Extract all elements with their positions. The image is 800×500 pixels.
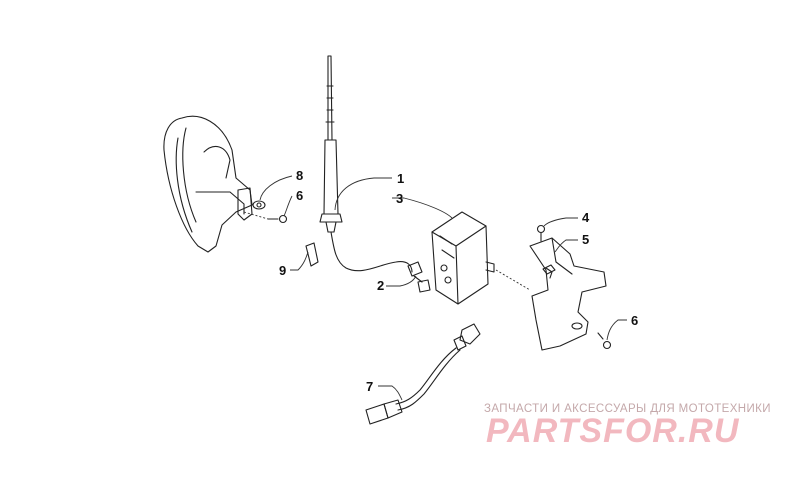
screw-part-right bbox=[597, 332, 612, 350]
callout-9: 9 bbox=[279, 263, 286, 278]
control-module-part bbox=[431, 211, 495, 305]
antenna-cable bbox=[330, 231, 413, 273]
callout-8: 8 bbox=[296, 168, 303, 183]
screw-part-top bbox=[536, 224, 546, 242]
callout-6-right: 6 bbox=[631, 313, 638, 328]
assembly-line bbox=[243, 211, 269, 220]
washer-part bbox=[542, 264, 556, 275]
watermark-logo: PARTSFOR.RU bbox=[486, 412, 740, 450]
wiring-harness-part bbox=[365, 323, 481, 425]
callout-7: 7 bbox=[366, 379, 373, 394]
callout-1: 1 bbox=[397, 171, 404, 186]
mounting-plate-part bbox=[529, 237, 607, 351]
callout-6-left: 6 bbox=[296, 188, 303, 203]
clip-part bbox=[305, 242, 319, 267]
callout-4: 4 bbox=[582, 210, 590, 225]
callout-3: 3 bbox=[396, 191, 403, 206]
hood-fairing-part bbox=[163, 115, 253, 253]
leader-lines bbox=[259, 175, 627, 401]
callout-2: 2 bbox=[377, 278, 384, 293]
screw-part-left bbox=[267, 214, 288, 224]
mount-bracket-part bbox=[237, 187, 266, 221]
assembly-line bbox=[495, 269, 531, 291]
callout-5: 5 bbox=[582, 232, 589, 247]
watermark-subtitle: ЗАПЧАСТИ И АКСЕССУАРЫ ДЛЯ МОТОТЕХНИКИ bbox=[484, 403, 771, 415]
antenna-part bbox=[319, 55, 343, 233]
